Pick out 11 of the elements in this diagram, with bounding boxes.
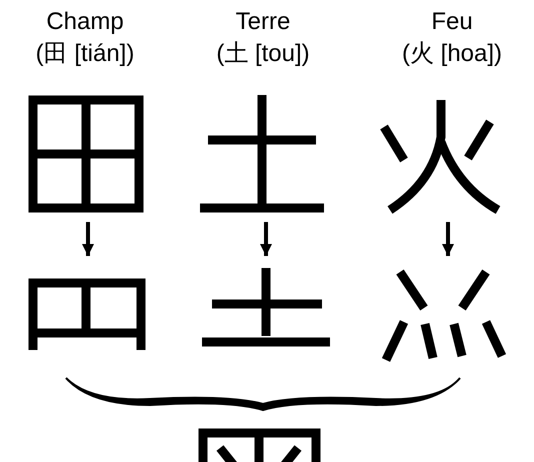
curly-brace xyxy=(64,376,462,412)
arrow xyxy=(260,222,272,256)
arrow xyxy=(82,222,94,256)
heading-text: Champ xyxy=(46,7,124,37)
heading-text: Terre xyxy=(236,7,290,37)
heading-text: Feu xyxy=(431,7,473,37)
caption-text: (田 [tián]) xyxy=(36,39,134,69)
caption-text: (土 [tou]) xyxy=(216,39,310,69)
arrow xyxy=(442,222,454,256)
character-drawing xyxy=(198,428,322,462)
caption-text: (火 [hoa]) xyxy=(402,39,502,69)
